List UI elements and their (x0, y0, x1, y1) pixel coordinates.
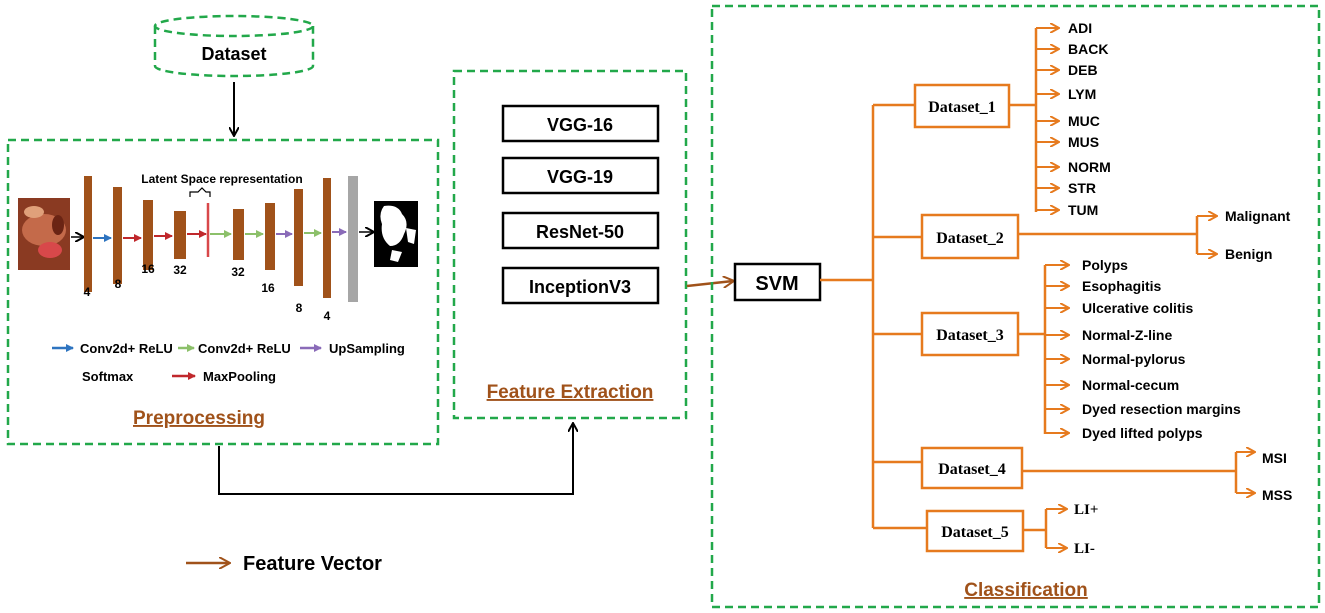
layer-bar (113, 187, 122, 284)
class-label: Normal-pylorus (1082, 351, 1186, 367)
class-label: STR (1068, 180, 1096, 196)
output-mask-image (374, 201, 418, 267)
input-endoscopy-image (18, 198, 70, 270)
dataset-3-node: Dataset_3 (920, 311, 1020, 357)
model-resnet50: ResNet-50 (501, 211, 660, 250)
layer-bar (294, 189, 303, 286)
class-label: MSI (1262, 450, 1287, 466)
class-label: MUS (1068, 134, 1099, 150)
layer-number: 32 (231, 265, 245, 279)
model-label: VGG-16 (547, 115, 613, 135)
dataset-2-class-arrows (1197, 216, 1216, 254)
layer-number: 32 (173, 263, 187, 277)
class-label: Esophagitis (1082, 278, 1162, 294)
dataset-2-node: Dataset_2 (920, 213, 1020, 260)
dataset-4-node: Dataset_4 (920, 446, 1024, 490)
layer-number: 4 (324, 309, 331, 323)
preprocessing-title: Preprocessing (133, 408, 265, 429)
class-label: Ulcerative colitis (1082, 300, 1193, 316)
legend-conv-relu-blue: Conv2d+ ReLU (80, 341, 173, 356)
dataset-4-class-arrows (1236, 452, 1254, 493)
class-label: BACK (1068, 41, 1108, 57)
feature-vector-legend-label: Feature Vector (243, 553, 382, 575)
latent-space-label: Latent Space representation (141, 172, 302, 186)
feature-extraction-box (452, 69, 688, 420)
legend-softmax: Softmax (82, 369, 134, 384)
layer-number: 16 (261, 281, 275, 295)
layer-number: 8 (115, 277, 122, 291)
class-label: MUC (1068, 113, 1100, 129)
dataset-node-label: Dataset_5 (941, 524, 1009, 541)
svm-node: SVM (733, 262, 822, 302)
preprocessing-to-feature-arrow (218, 424, 573, 495)
dataset-node-label: Dataset_2 (936, 230, 1004, 247)
svm-tree-lines (820, 103, 927, 530)
class-label: LYM (1068, 86, 1096, 102)
class-label: NORM (1068, 159, 1111, 175)
legend-conv-relu-green: Conv2d+ ReLU (198, 341, 291, 356)
layer-bar (233, 209, 244, 260)
dataset-1-node: Dataset_1 (913, 83, 1011, 129)
class-label: Malignant (1225, 208, 1291, 224)
softmax-layer (348, 176, 358, 302)
dataset-3-class-arrows (1045, 265, 1068, 433)
dataset-label: Dataset (201, 44, 266, 64)
class-label: Dyed resection margins (1082, 401, 1241, 417)
dataset-5-node: Dataset_5 (925, 509, 1025, 553)
latent-brace (189, 187, 211, 197)
class-label: TUM (1068, 202, 1098, 218)
dataset-5-class-arrows (1046, 509, 1066, 548)
layer-bar (174, 211, 186, 259)
layer-number: 4 (84, 285, 91, 299)
feature-extraction-title: Feature Extraction (487, 382, 654, 403)
class-label: Benign (1225, 246, 1272, 262)
layer-bar (265, 203, 275, 270)
classification-title: Classification (964, 580, 1088, 601)
layer-bar (143, 200, 153, 270)
class-label: Normal-Z-line (1082, 327, 1172, 343)
class-label: ADI (1068, 20, 1092, 36)
class-label: Normal-cecum (1082, 377, 1179, 393)
svm-label: SVM (755, 273, 798, 295)
preprocessing-box (6, 138, 440, 446)
class-label: DEB (1068, 62, 1098, 78)
legend-upsampling: UpSampling (329, 341, 405, 356)
feature-vector-arrow (686, 281, 733, 286)
dataset-node-label: Dataset_4 (938, 461, 1006, 478)
model-vgg16: VGG-16 (501, 104, 660, 143)
layer-number: 8 (296, 301, 303, 315)
model-label: ResNet-50 (536, 222, 624, 242)
class-label: Polyps (1082, 257, 1128, 273)
classification-box (710, 4, 1321, 609)
model-vgg19: VGG-19 (501, 156, 660, 195)
model-label: InceptionV3 (529, 277, 631, 297)
class-label: Dyed lifted polyps (1082, 425, 1203, 441)
model-label: VGG-19 (547, 167, 613, 187)
class-label: LI+ (1074, 502, 1098, 518)
class-label: LI- (1074, 541, 1095, 557)
dataset-cylinder: Dataset (153, 14, 315, 78)
dataset-1-class-arrows (1036, 28, 1058, 210)
dataset-node-label: Dataset_3 (936, 327, 1004, 344)
model-inceptionv3: InceptionV3 (501, 266, 660, 305)
dataset-node-label: Dataset_1 (928, 99, 996, 116)
layer-bar (323, 178, 331, 298)
layer-bar (84, 176, 92, 292)
layer-number: 16 (141, 262, 155, 276)
class-label: MSS (1262, 487, 1292, 503)
legend-maxpooling: MaxPooling (203, 369, 276, 384)
